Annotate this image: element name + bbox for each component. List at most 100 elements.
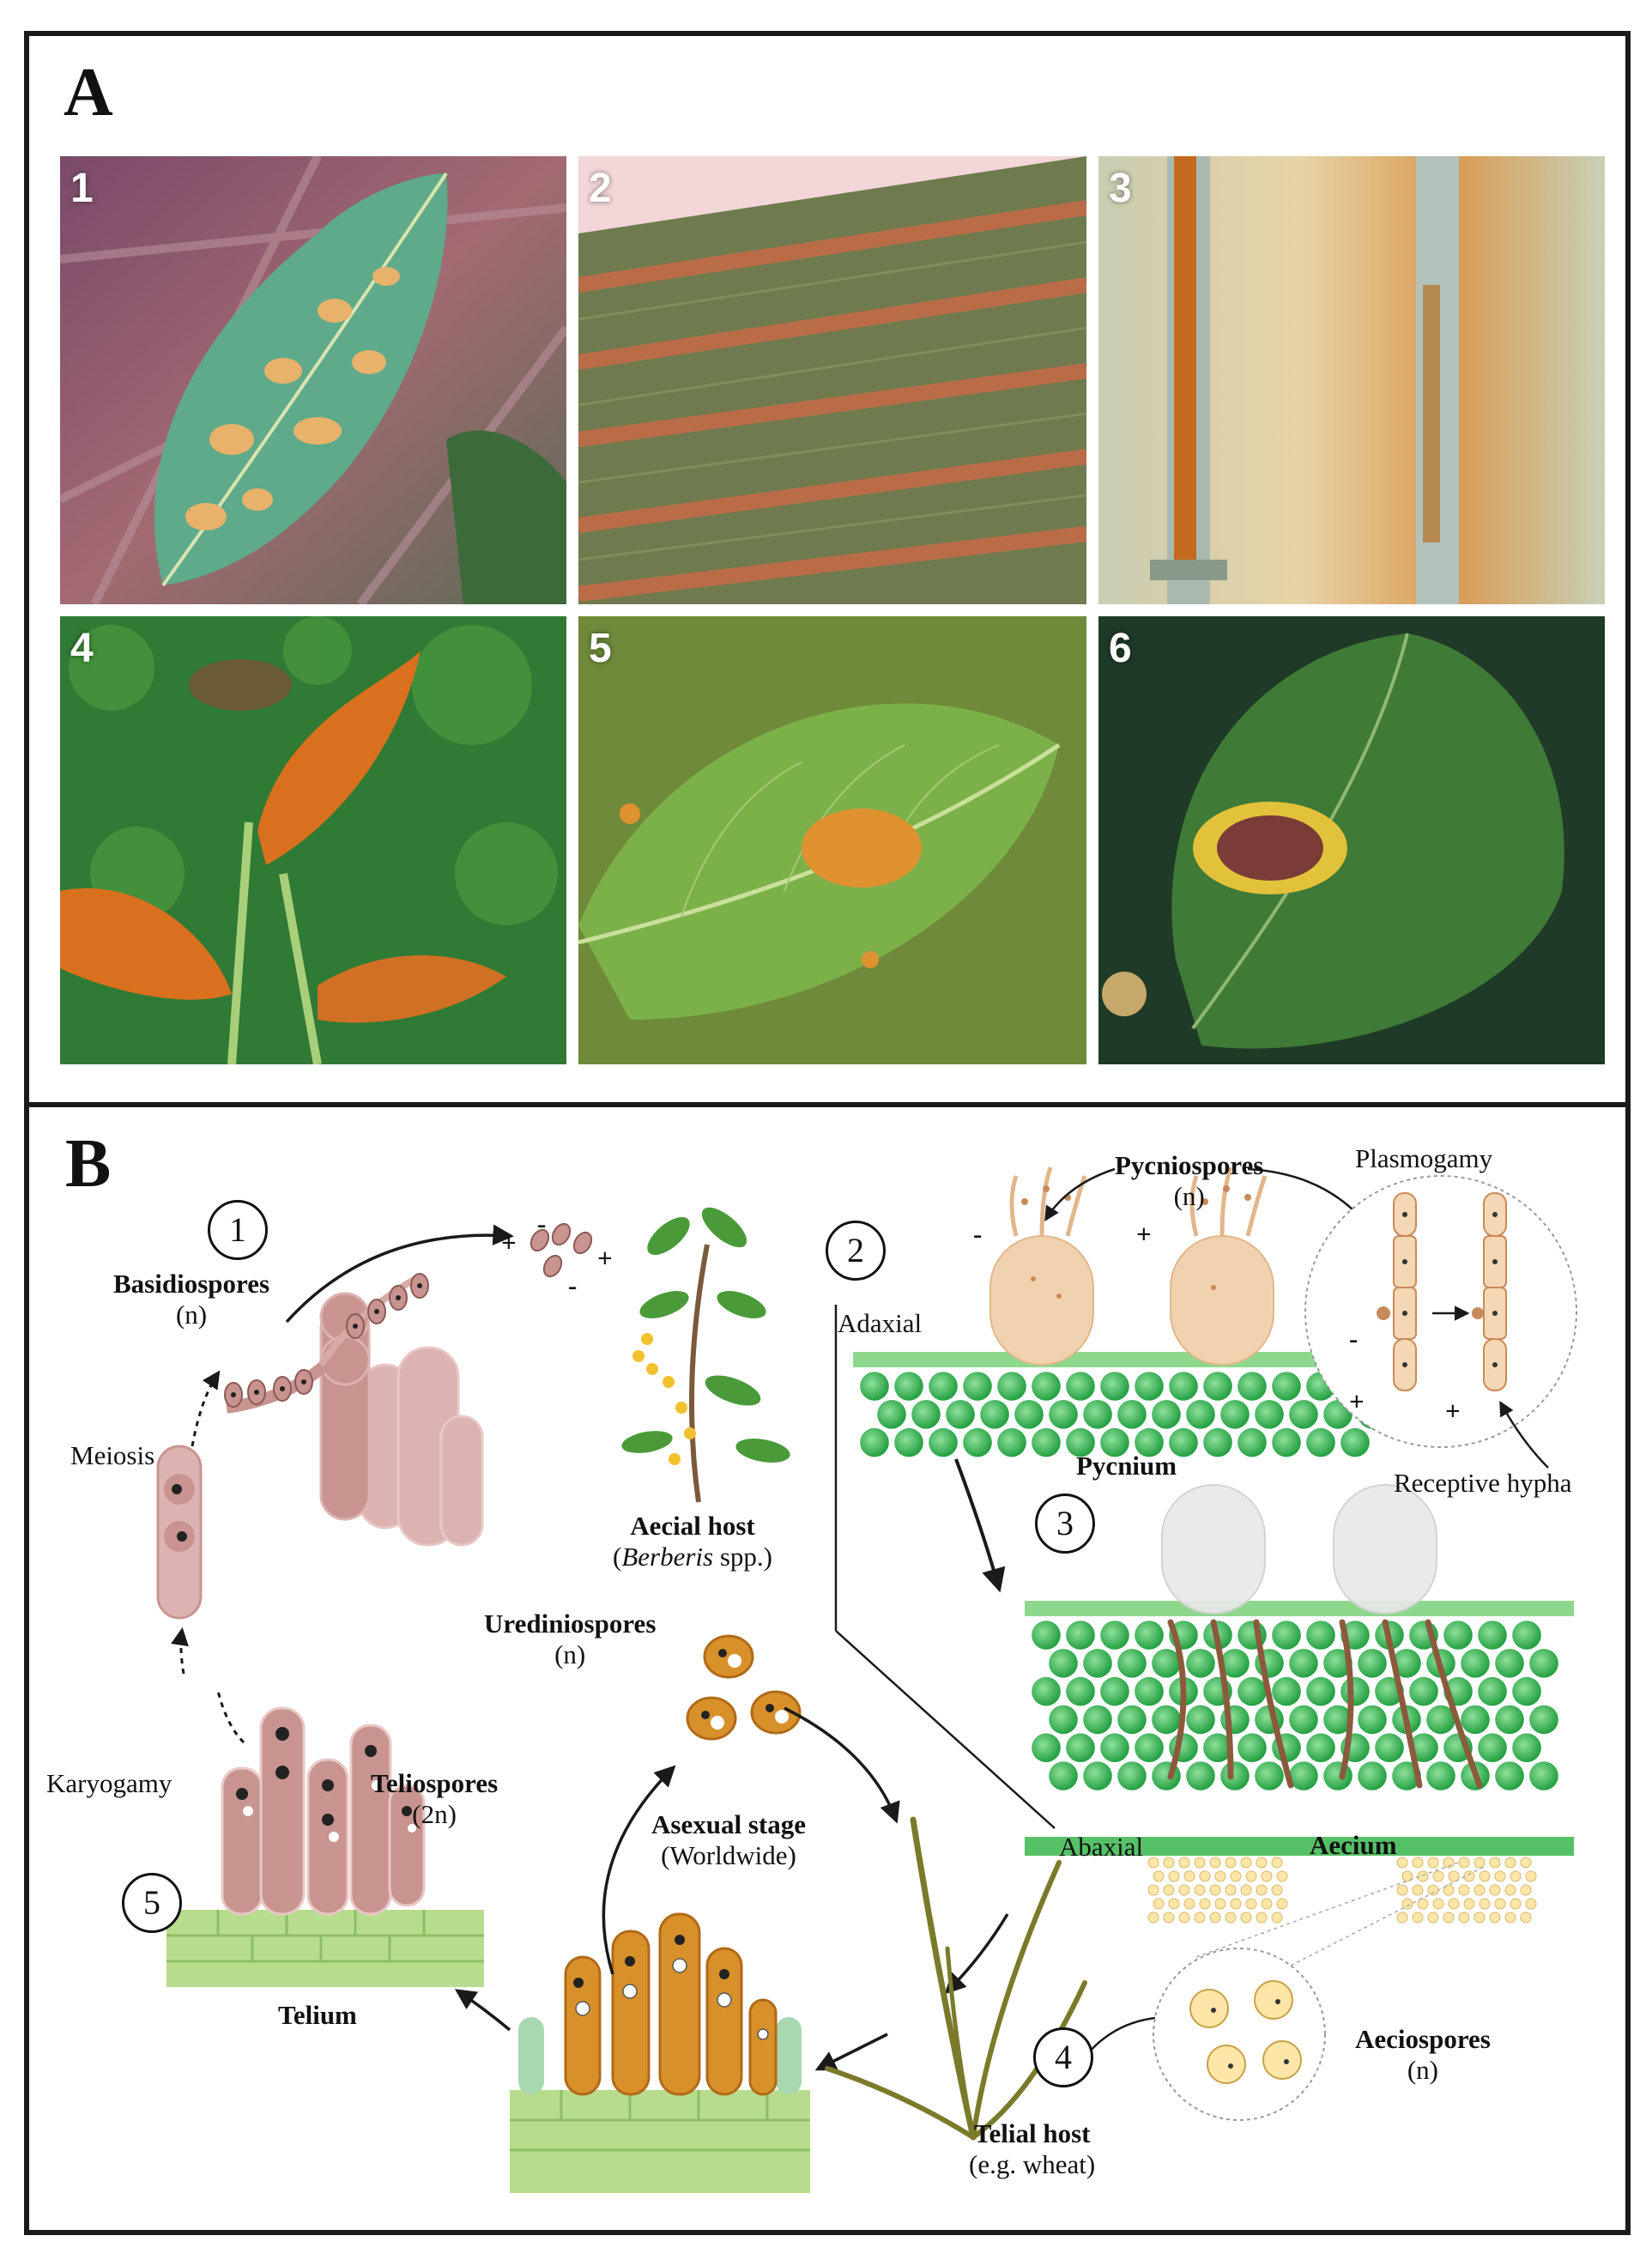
mesophyll-cell: [1255, 1761, 1284, 1790]
mesophyll-cell: [860, 1372, 889, 1401]
mesophyll-cell: [1117, 1400, 1147, 1429]
aeciospore-chain-cell: [1396, 1884, 1408, 1896]
mesophyll-cell: [1358, 1761, 1387, 1790]
mesophyll-cell: [1066, 1676, 1095, 1706]
mesophyll-cell: [1512, 1676, 1541, 1706]
mesophyll-cell: [1495, 1761, 1524, 1790]
aeciospore-chain-cell: [1448, 1870, 1460, 1882]
aeciospore-chain-cell: [1147, 1912, 1159, 1924]
mating-minus-4: -: [1349, 1324, 1359, 1354]
photo-1-coffee-leaf-rust: 1: [60, 156, 566, 604]
photo-4-number: 4: [70, 626, 94, 671]
mesophyll-cell: [1340, 1427, 1370, 1457]
basidiospores-title: Basidiospores: [113, 1269, 270, 1299]
mesophyll-cell: [980, 1400, 1009, 1429]
step-4-marker: 4: [1033, 2027, 1093, 2087]
step-5-marker: 5: [122, 1873, 182, 1933]
mesophyll-cell: [1083, 1649, 1112, 1678]
mesophyll-cell: [1186, 1705, 1215, 1735]
mesophyll-cell: [1478, 1676, 1507, 1706]
aeciospore-chain-cell: [1427, 1884, 1439, 1896]
aeciospore-chain-cell: [1458, 1884, 1470, 1896]
aeciospore-chain-cell: [1178, 1884, 1190, 1896]
photo-6-leaf-lesion: 6: [1098, 616, 1605, 1064]
step-3-marker: 3: [1035, 1494, 1095, 1554]
mesophyll-cell: [1272, 1372, 1301, 1401]
teliospores-title: Teliospores: [371, 1768, 499, 1798]
pycniospores-label: Pycniospores (n): [1115, 1150, 1263, 1211]
aeciospore-chain-cell: [1417, 1898, 1429, 1910]
mesophyll-cell: [1169, 1427, 1198, 1457]
photo-5-number: 5: [589, 626, 612, 671]
mesophyll-cell: [1049, 1400, 1078, 1429]
aeciospore-chain-cell: [1261, 1898, 1273, 1910]
mesophyll-cell: [1323, 1705, 1352, 1735]
mesophyll-cell: [963, 1372, 992, 1401]
mesophyll-cell: [929, 1372, 958, 1401]
aeciospore-chain-cell: [1510, 1898, 1522, 1910]
mesophyll-cell: [1220, 1649, 1250, 1678]
aeciospore-chain-cell: [1479, 1898, 1491, 1910]
arrow-to-aecial-host: [285, 1224, 514, 1324]
receptive-hypha-pointer: [1499, 1400, 1549, 1469]
aeciospore-chain-cell: [1209, 1884, 1221, 1896]
aeciospore-chain-cell: [1427, 1857, 1439, 1869]
aeciospore-chain-cell: [1168, 1870, 1180, 1882]
mesophyll-cell: [894, 1427, 923, 1457]
mesophyll-cell: [911, 1400, 941, 1429]
mesophyll-cell: [1186, 1400, 1215, 1429]
panel-b-label: B: [65, 1126, 112, 1202]
meiosis-arrow: [191, 1370, 221, 1447]
aeciospore-chain-cell: [1240, 1884, 1252, 1896]
mating-plus-3: +: [1136, 1219, 1152, 1249]
aeciospore-chain-cell: [1504, 1884, 1516, 1896]
aeciospore-chain-cell: [1183, 1898, 1195, 1910]
aeciospores-ploidy: (n): [1407, 2054, 1438, 2085]
mesophyll-cell: [1426, 1705, 1455, 1735]
aeciospore-chain-cell: [1412, 1912, 1424, 1924]
aeciospore-chain-cell: [1494, 1898, 1506, 1910]
mesophyll-cell: [1203, 1427, 1232, 1457]
step-1-marker: 1: [208, 1200, 268, 1260]
step-2-marker: 2: [826, 1221, 886, 1281]
aeciospore-chain-cell: [1225, 1912, 1237, 1924]
mesophyll-cell: [1461, 1705, 1490, 1735]
mesophyll-cell: [1237, 1427, 1267, 1457]
mesophyll-cell: [1443, 1621, 1473, 1650]
mesophyll-cell: [1014, 1400, 1044, 1429]
mesophyll-cell: [1152, 1400, 1181, 1429]
mesophyll-cell: [1478, 1621, 1507, 1650]
mesophyll-cell: [1289, 1400, 1318, 1429]
aeciospore-chain-cell: [1494, 1870, 1506, 1882]
photo-4-rust-infected-plant: 4: [60, 616, 566, 1064]
mesophyll-cell: [1117, 1705, 1147, 1735]
aeciospore-chain-cell: [1463, 1870, 1475, 1882]
aeciospore-chain-cell: [1199, 1898, 1211, 1910]
photo-2-number: 2: [589, 166, 612, 211]
plasmogamy-label: Plasmogamy: [1355, 1143, 1493, 1173]
aecium-leaf-section: [1025, 1484, 1574, 1924]
mesophyll-cell: [1272, 1427, 1301, 1457]
aeciospore-chain-cell: [1473, 1884, 1486, 1896]
mating-plus-4: +: [1349, 1386, 1365, 1416]
meiosis-label: Meiosis: [70, 1440, 155, 1470]
mesophyll-cell: [1306, 1733, 1335, 1762]
pycnium-leaf-section: [853, 1166, 1402, 1457]
aeciospore-chain-cell: [1153, 1870, 1165, 1882]
aeciospore-chain-cell: [1225, 1884, 1237, 1896]
mesophyll-cell: [1032, 1427, 1061, 1457]
aeciospore-chain-cell: [1458, 1857, 1470, 1869]
probasidium: [156, 1445, 203, 1620]
karyogamy-connector: [216, 1690, 245, 1744]
panel-a: A 1: [24, 31, 1631, 1107]
telial-host-label: Telial host (e.g. wheat): [969, 2118, 1095, 2179]
mesophyll-cell: [1272, 1621, 1301, 1650]
mesophyll-cell: [1306, 1676, 1335, 1706]
life-cycle-diagram: [156, 1166, 1577, 2193]
aeciospore-chain-cell: [1276, 1898, 1288, 1910]
aecial-host-label: Aecial host (Berberis spp.): [613, 1511, 772, 1572]
mesophyll-cell: [1220, 1761, 1250, 1790]
mesophyll-cell: [1169, 1372, 1198, 1401]
mesophyll-cell: [1375, 1733, 1404, 1762]
aeciospore-chain-cell: [1412, 1884, 1424, 1896]
